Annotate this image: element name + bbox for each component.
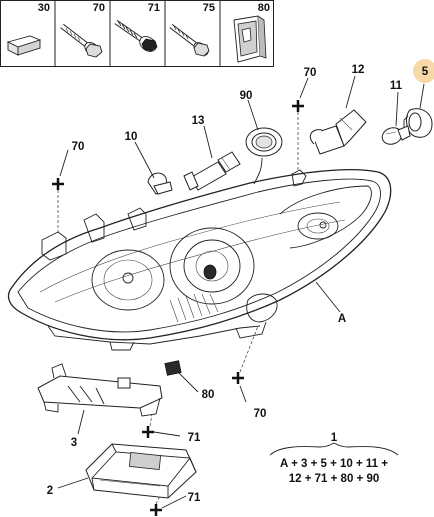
assembly-formula: 1 A + 3 + 5 + 10 + 11 + 12 + 71 + 80 + 9…: [269, 432, 399, 485]
cover-cap-90: [245, 127, 283, 157]
fastener-marker-70-left: [52, 178, 64, 232]
callout-71-bottom[interactable]: 71: [188, 492, 201, 504]
formula-line-1: A + 3 + 5 + 10 + 11 +: [280, 458, 388, 470]
callout-70-bottom[interactable]: 70: [254, 408, 267, 420]
flange-bolt-icon: [60, 23, 103, 58]
callout-3[interactable]: 3: [71, 437, 77, 449]
callout-12[interactable]: 12: [352, 64, 365, 76]
clip-80: [164, 360, 182, 376]
callout-90[interactable]: 90: [240, 90, 253, 102]
callout-10[interactable]: 10: [125, 131, 138, 143]
fastener-marker-70-top: [292, 100, 304, 170]
header-ref-30: 30: [38, 2, 50, 14]
callout-highlight-5: [413, 59, 434, 83]
callout-a[interactable]: A: [338, 313, 346, 325]
formula-line-2: 12 + 71 + 80 + 90: [289, 473, 379, 485]
callout-70-left[interactable]: 70: [72, 141, 85, 153]
self-tapping-screw-icon: [114, 19, 158, 52]
headlamp-unit: [7, 168, 392, 351]
callout-11[interactable]: 11: [390, 80, 403, 92]
bulb-small-10: [147, 172, 173, 195]
clip-block-icon: [6, 35, 42, 56]
fastener-marker-70-bottom: [232, 325, 259, 384]
leader-lines: [57, 75, 425, 509]
callout-13[interactable]: 13: [192, 115, 205, 127]
fastener-marker-71-bottom: [150, 495, 162, 516]
callout-5[interactable]: 5: [422, 66, 429, 78]
hex-screw-icon: [169, 24, 210, 57]
ballast-module-2: [85, 443, 197, 499]
formula-ref[interactable]: 1: [331, 432, 338, 444]
spring-clip-icon: [233, 15, 267, 63]
parts-header-table: 30 70 71 75 80: [0, 0, 274, 67]
bracket-3: [37, 363, 163, 417]
fastener-marker-71-mid: [142, 413, 154, 438]
callout-80[interactable]: 80: [202, 389, 215, 401]
header-ref-80: 80: [258, 2, 270, 14]
callout-2[interactable]: 2: [47, 485, 53, 497]
bulb-socket-5: [403, 108, 433, 138]
header-ref-75: 75: [203, 2, 215, 14]
bulb-wedge-11: [381, 125, 411, 145]
header-ref-71: 71: [148, 2, 160, 14]
projector-hatch: [169, 293, 219, 323]
callout-70-top[interactable]: 70: [304, 67, 317, 79]
bulb-h1-13: [183, 151, 241, 191]
bulb-h7: [309, 109, 367, 155]
callout-71-mid[interactable]: 71: [188, 432, 201, 444]
header-ref-70: 70: [93, 2, 105, 14]
